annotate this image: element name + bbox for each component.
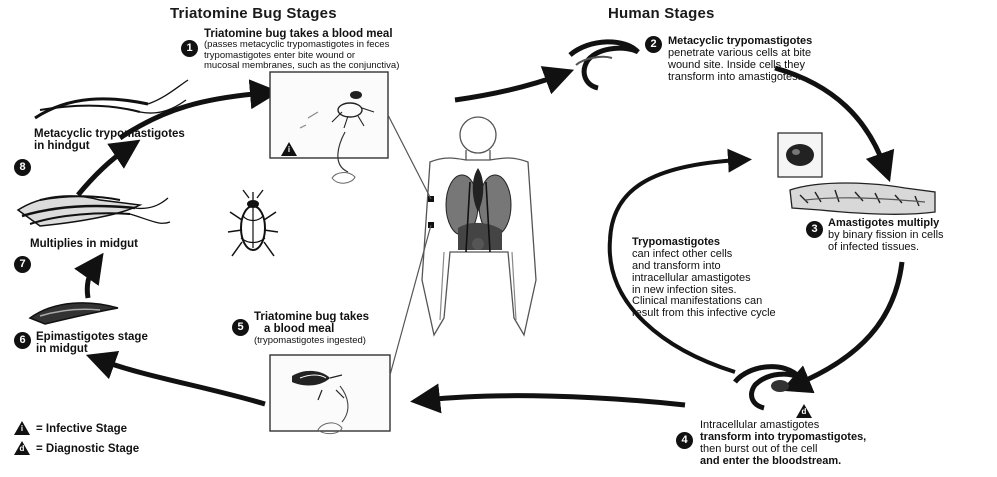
step-3-badge: 3 bbox=[806, 221, 823, 238]
arrow-1-to-2 bbox=[455, 75, 560, 100]
step-5-line-2: a blood meal bbox=[254, 323, 369, 335]
arrow-4-to-5 bbox=[425, 396, 685, 405]
legend-infective-icon: i bbox=[14, 421, 30, 435]
step-6-line-1: Epimastigotes stage bbox=[36, 331, 148, 343]
step-3-line-2: by binary fission in cells bbox=[828, 230, 944, 242]
step-4-line-2: transform into trypomastigotes, bbox=[700, 432, 866, 444]
step-8-line-1: Metacyclic trypomastigotes bbox=[34, 128, 185, 140]
step-7-caption: Multiplies in midgut bbox=[30, 238, 138, 250]
triatomine-bug-illustration bbox=[228, 190, 278, 256]
legend-diagnostic-icon: d bbox=[14, 441, 30, 455]
step-8-badge: 8 bbox=[14, 159, 31, 176]
step-8-line-2: in hindgut bbox=[34, 140, 185, 152]
step-6-badge: 6 bbox=[14, 332, 31, 349]
step-2-badge: 2 bbox=[645, 36, 662, 53]
step-2-line-3: wound site. Inside cells they bbox=[668, 60, 812, 72]
step-2-caption: Metacyclic trypomastigotes penetrate var… bbox=[668, 36, 812, 84]
step-3-line-3: of infected tissues. bbox=[828, 242, 944, 254]
step-2-line-2: penetrate various cells at bite bbox=[668, 48, 812, 60]
bug-stages-header: Triatomine Bug Stages bbox=[170, 6, 337, 22]
infective-stage-marker: i bbox=[281, 142, 297, 156]
inner-line-3: and transform into bbox=[632, 261, 776, 273]
diagnostic-stage-marker: d bbox=[796, 404, 812, 418]
arrow-5-to-6 bbox=[100, 360, 265, 404]
step-4-caption: Intracellular amastigotes transform into… bbox=[700, 420, 866, 468]
bursting-cell-image bbox=[735, 367, 800, 408]
epimastigote-image bbox=[30, 303, 118, 324]
step-2-line-4: transform into amastigotes. bbox=[668, 72, 812, 84]
arrow-3-to-4 bbox=[795, 262, 902, 385]
step-5-caption: Triatomine bug takes a blood meal (trypo… bbox=[254, 311, 369, 346]
legend-diagnostic-label: = Diagnostic Stage bbox=[36, 443, 139, 455]
inner-line-4: intracellular amastigotes bbox=[632, 273, 776, 285]
step-6-line-2: in midgut bbox=[36, 343, 148, 355]
inner-line-2: can infect other cells bbox=[632, 249, 776, 261]
step-8-caption: Metacyclic trypomastigotes in hindgut bbox=[34, 128, 185, 153]
step-7-badge: 7 bbox=[14, 256, 31, 273]
arrow-7-to-8 bbox=[78, 148, 128, 195]
step-4-line-3: then burst out of the cell bbox=[700, 444, 866, 456]
step-1-caption: Triatomine bug takes a blood meal (passe… bbox=[204, 28, 399, 71]
step-1-badge: 1 bbox=[181, 40, 198, 57]
feeding-image-frame bbox=[270, 355, 390, 431]
step-6-caption: Epimastigotes stage in midgut bbox=[36, 331, 148, 356]
human-stages-header: Human Stages bbox=[608, 6, 715, 22]
step-5-line-3: (trypomastigotes ingested) bbox=[254, 336, 369, 346]
infective-cycle-caption: Trypomastigotes can infect other cells a… bbox=[632, 237, 776, 320]
step-1-detail-3: mucosal membranes, such as the conjuncti… bbox=[204, 61, 399, 71]
step-4-line-4: and enter the bloodstream. bbox=[700, 456, 866, 468]
step-3-caption: Amastigotes multiply by binary fission i… bbox=[828, 218, 944, 254]
human-figure-illustration bbox=[422, 117, 536, 335]
legend-infective-label: = Infective Stage bbox=[36, 423, 127, 435]
step-4-badge: 4 bbox=[676, 432, 693, 449]
step-5-line-1: Triatomine bug takes bbox=[254, 311, 369, 323]
arrow-6-to-7 bbox=[87, 265, 95, 298]
step-5-badge: 5 bbox=[232, 319, 249, 336]
inner-line-7: result from this infective cycle bbox=[632, 308, 776, 320]
trypomastigote-in-cell-image bbox=[570, 42, 638, 88]
